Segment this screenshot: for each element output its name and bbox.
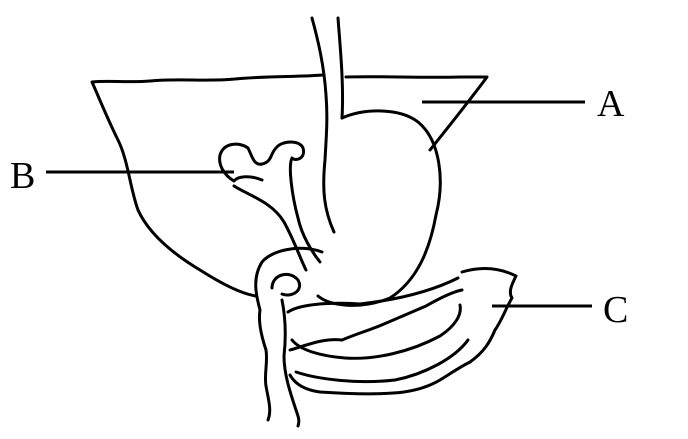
gall-bladder <box>218 140 322 264</box>
liver-outline <box>90 73 324 298</box>
esophagus-right-wall <box>336 16 345 120</box>
esophagus-left-wall <box>310 16 336 234</box>
duodenum <box>254 246 324 422</box>
liver-outline-right <box>344 75 489 152</box>
label-a: A <box>597 83 625 125</box>
pancreas-lower-curve <box>294 338 470 384</box>
pancreatic-duct <box>288 288 464 352</box>
stomach-outline <box>316 109 442 307</box>
pancreas-inner-curve <box>290 303 462 360</box>
label-b: B <box>10 155 35 197</box>
bile-duct <box>232 184 308 272</box>
label-c: C <box>603 289 628 331</box>
pancreas-outline <box>286 267 518 396</box>
duodenum-inner <box>280 298 301 428</box>
